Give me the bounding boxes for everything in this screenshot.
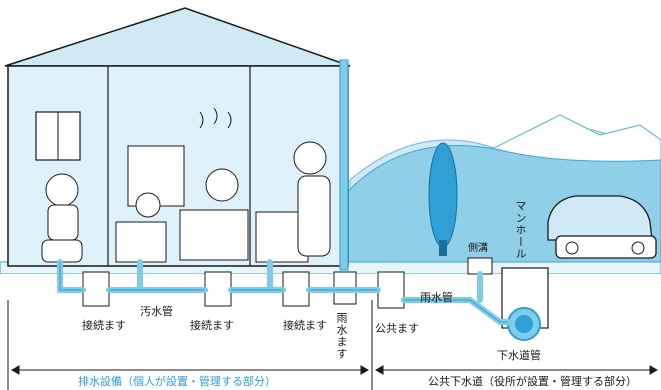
child-head (45, 173, 79, 207)
tree (428, 142, 458, 248)
connection-box-label-1: 接続ます (82, 319, 126, 332)
public-sewer-caption: 公共下水道（役所が設置・管理する部分） (428, 375, 637, 388)
person-cooking-body (297, 175, 331, 257)
bathtub (179, 209, 249, 261)
rainwater-pipe-label: 雨水管 (420, 291, 453, 304)
background-scenery (339, 114, 661, 266)
sewer-main-label: 下水道管 (497, 349, 541, 362)
sewage-pipe-label: 汚水管 (140, 305, 173, 318)
private-drainage-caption: 排水設備（個人が設置・管理する部分） (78, 375, 276, 388)
side-gutter-label: 側溝 (468, 243, 488, 254)
rainwater-box-label: 雨水ます (335, 312, 348, 360)
person-cooking-head (293, 141, 327, 175)
connection-box-label-2: 接続ます (190, 319, 234, 332)
person-washing-head (135, 192, 161, 218)
toilet (41, 239, 83, 263)
connection-box-label-3: 接続ます (283, 319, 327, 332)
house (4, 7, 351, 267)
washbasin (115, 221, 167, 263)
rain-downpipe (339, 59, 349, 271)
tree-trunk (439, 240, 447, 256)
car (547, 195, 657, 259)
public-box-label: 公共ます (375, 322, 419, 335)
manhole-label: マンホール (514, 200, 527, 260)
house-roof (4, 7, 351, 67)
inspection-boxes (82, 271, 405, 309)
child-body (47, 204, 79, 241)
scope-arrows (7, 300, 659, 390)
person-bathing-head (205, 168, 239, 202)
